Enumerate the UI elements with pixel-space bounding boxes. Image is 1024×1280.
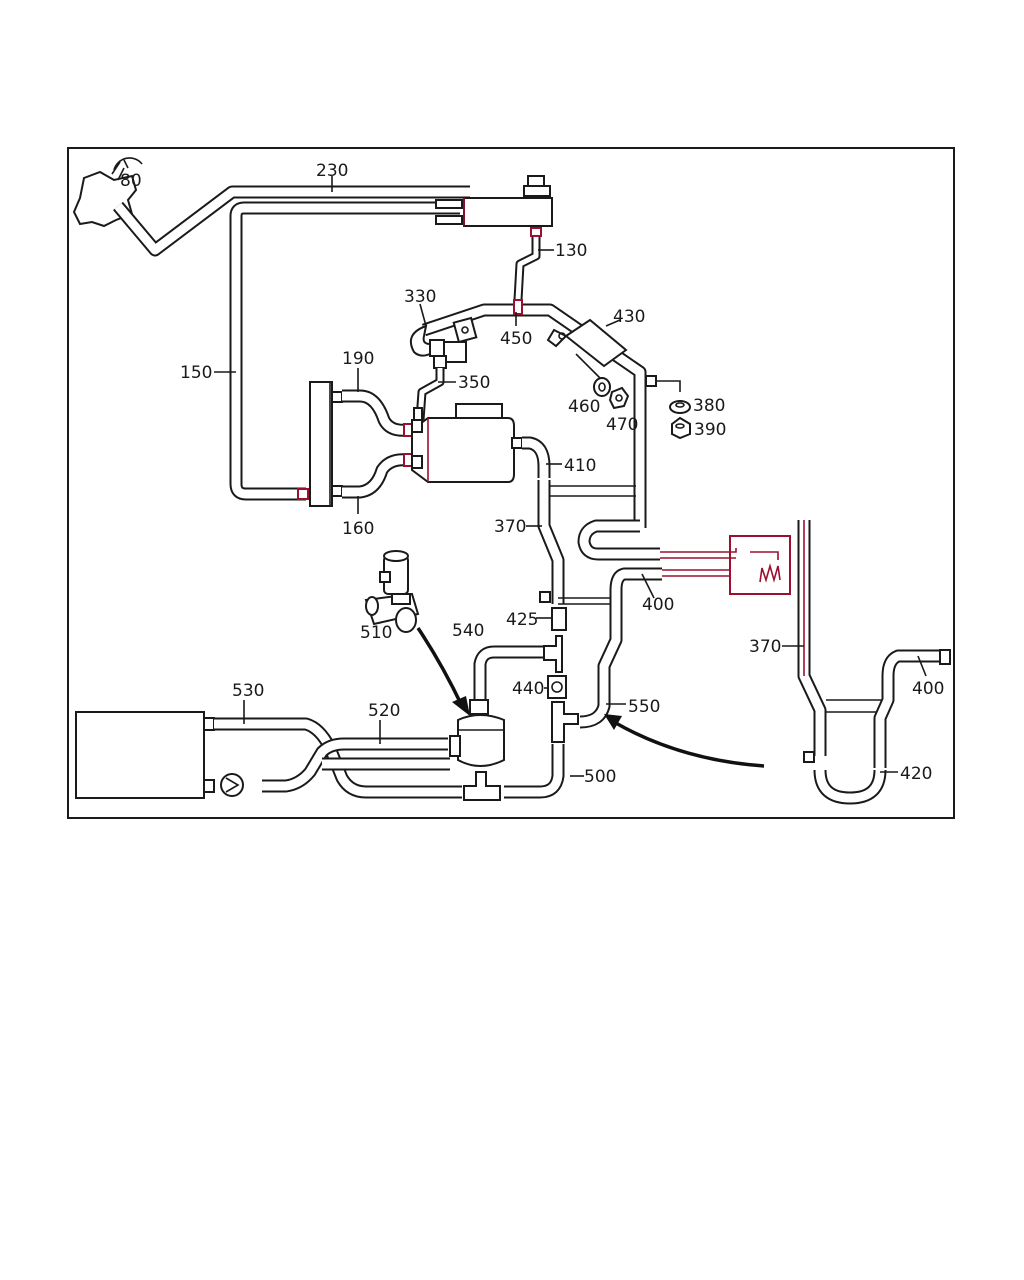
magnetic-valve-510 bbox=[364, 550, 420, 633]
callout-410: 410 bbox=[564, 456, 596, 476]
callout-550: 550 bbox=[628, 697, 660, 717]
callout-430: 430 bbox=[613, 307, 645, 327]
hose-550 bbox=[579, 680, 611, 729]
hose-400-detail bbox=[873, 649, 951, 768]
hose-410 bbox=[522, 436, 551, 478]
callout-330: 330 bbox=[404, 287, 436, 307]
callout-450: 450 bbox=[500, 329, 532, 349]
callout-150: 150 bbox=[180, 363, 212, 383]
cylinder-430 bbox=[546, 318, 628, 381]
callout-510: 510 bbox=[360, 623, 392, 643]
hose-370 bbox=[537, 480, 636, 605]
tee-550 bbox=[551, 701, 579, 743]
callout-420: 420 bbox=[900, 764, 932, 784]
washer-460 bbox=[593, 377, 611, 397]
circulation-pump bbox=[449, 699, 505, 801]
hose-330 bbox=[410, 324, 445, 357]
hose-420-detail bbox=[813, 769, 887, 805]
leader-lines bbox=[117, 167, 927, 777]
arrow-510-to-pump bbox=[416, 627, 470, 716]
callout-470: 470 bbox=[606, 415, 638, 435]
callout-370-detail: 370 bbox=[749, 637, 781, 657]
hose-130 bbox=[513, 227, 542, 301]
valve-350 bbox=[415, 341, 467, 421]
callout-190: 190 bbox=[342, 349, 374, 369]
hose-520 bbox=[262, 737, 450, 793]
rear-heater-box bbox=[75, 711, 244, 799]
valve-block bbox=[435, 175, 553, 227]
callout-440: 440 bbox=[512, 679, 544, 699]
nut-470 bbox=[608, 386, 630, 410]
callout-530: 530 bbox=[232, 681, 264, 701]
hose-540 bbox=[473, 635, 563, 700]
hose-160 bbox=[342, 453, 415, 499]
callout-390: 390 bbox=[694, 420, 726, 440]
auxiliary-heater bbox=[411, 403, 523, 483]
callout-380: 380 bbox=[693, 396, 725, 416]
nut-390 bbox=[671, 416, 691, 440]
callout-80: 80 bbox=[120, 171, 142, 191]
callout-520: 520 bbox=[368, 701, 400, 721]
bracket-380 bbox=[645, 375, 681, 392]
hose-370-detail bbox=[797, 520, 886, 763]
heat-exchanger bbox=[309, 381, 343, 507]
hose-190 bbox=[342, 389, 415, 437]
callout-500: 500 bbox=[584, 767, 616, 787]
hose-u-bend bbox=[577, 519, 660, 561]
callout-400-main: 400 bbox=[642, 595, 674, 615]
arrow-detail-to-550 bbox=[604, 714, 765, 768]
callout-460: 460 bbox=[568, 397, 600, 417]
callout-540: 540 bbox=[452, 621, 484, 641]
hose-450 bbox=[421, 299, 647, 528]
callout-370-main: 370 bbox=[494, 517, 526, 537]
callout-230: 230 bbox=[316, 161, 348, 181]
hose-230 bbox=[113, 185, 470, 257]
connector-440 bbox=[547, 675, 567, 699]
hose-400-left bbox=[597, 567, 662, 690]
control-valve-box bbox=[660, 535, 791, 595]
connector-425 bbox=[551, 607, 567, 631]
callout-350: 350 bbox=[458, 373, 490, 393]
callout-400-detail: 400 bbox=[912, 679, 944, 699]
callout-160: 160 bbox=[342, 519, 374, 539]
callout-130: 130 bbox=[555, 241, 587, 261]
callout-425: 425 bbox=[506, 610, 538, 630]
hose-500 bbox=[504, 744, 565, 799]
diagram-frame bbox=[67, 147, 955, 819]
washer-380 bbox=[669, 400, 691, 414]
hose-150 bbox=[229, 201, 460, 501]
